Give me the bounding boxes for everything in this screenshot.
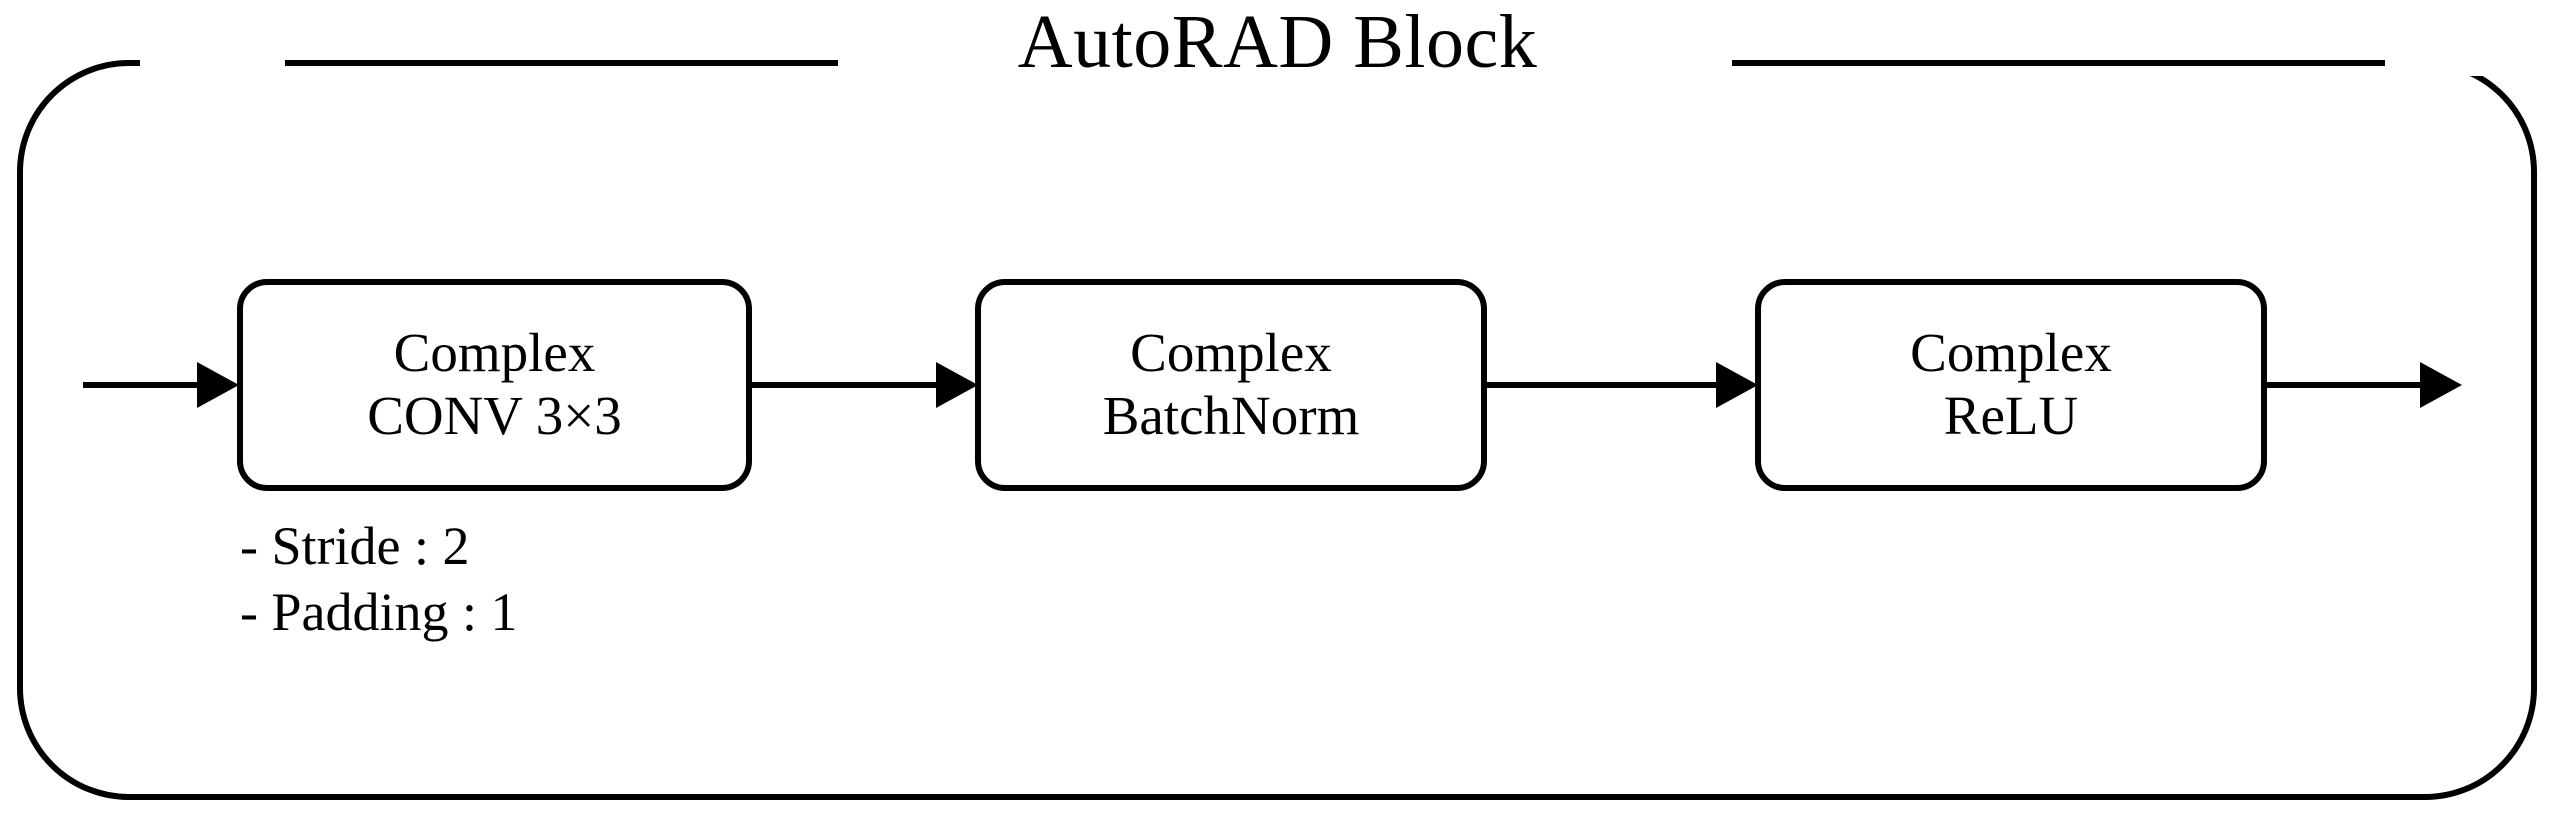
arrow-shaft-icon	[750, 382, 940, 388]
block-complex-batchnorm-line2: BatchNorm	[1102, 385, 1360, 446]
arrow-input-to-conv	[83, 362, 239, 408]
arrow-relu-to-output	[2265, 362, 2465, 408]
title-border-gap-right	[2385, 46, 2535, 76]
block-complex-conv-line1: Complex	[393, 322, 596, 384]
block-complex-relu[interactable]: Complex ReLU	[1755, 279, 2267, 491]
block-complex-conv[interactable]: Complex CONV 3×3	[237, 279, 752, 491]
conv-annotations: - Stride : 2 - Padding : 1	[240, 514, 1000, 646]
block-complex-batchnorm[interactable]: Complex BatchNorm	[975, 279, 1487, 491]
arrow-head-icon	[2420, 362, 2462, 408]
arrow-batchnorm-to-relu	[1485, 362, 1758, 408]
block-title: AutoRAD Block	[1017, 0, 1538, 84]
block-complex-conv-line2: CONV 3×3	[367, 385, 622, 446]
arrow-shaft-icon	[1485, 382, 1719, 388]
title-border-gap-left	[140, 46, 285, 76]
arrow-head-icon	[936, 362, 978, 408]
arrow-conv-to-batchnorm	[750, 362, 978, 408]
block-complex-batchnorm-line1: Complex	[1130, 322, 1332, 384]
title-border-gap-center	[838, 46, 1732, 76]
arrow-head-icon	[197, 362, 239, 408]
arrow-shaft-icon	[83, 382, 201, 388]
block-complex-relu-line2: ReLU	[1943, 385, 2079, 446]
arrow-head-icon	[1716, 362, 1758, 408]
arrow-shaft-icon	[2265, 382, 2423, 388]
block-complex-relu-line1: Complex	[1910, 322, 2112, 384]
annotation-stride: - Stride : 2	[240, 516, 470, 576]
annotation-padding: - Padding : 1	[240, 581, 518, 642]
